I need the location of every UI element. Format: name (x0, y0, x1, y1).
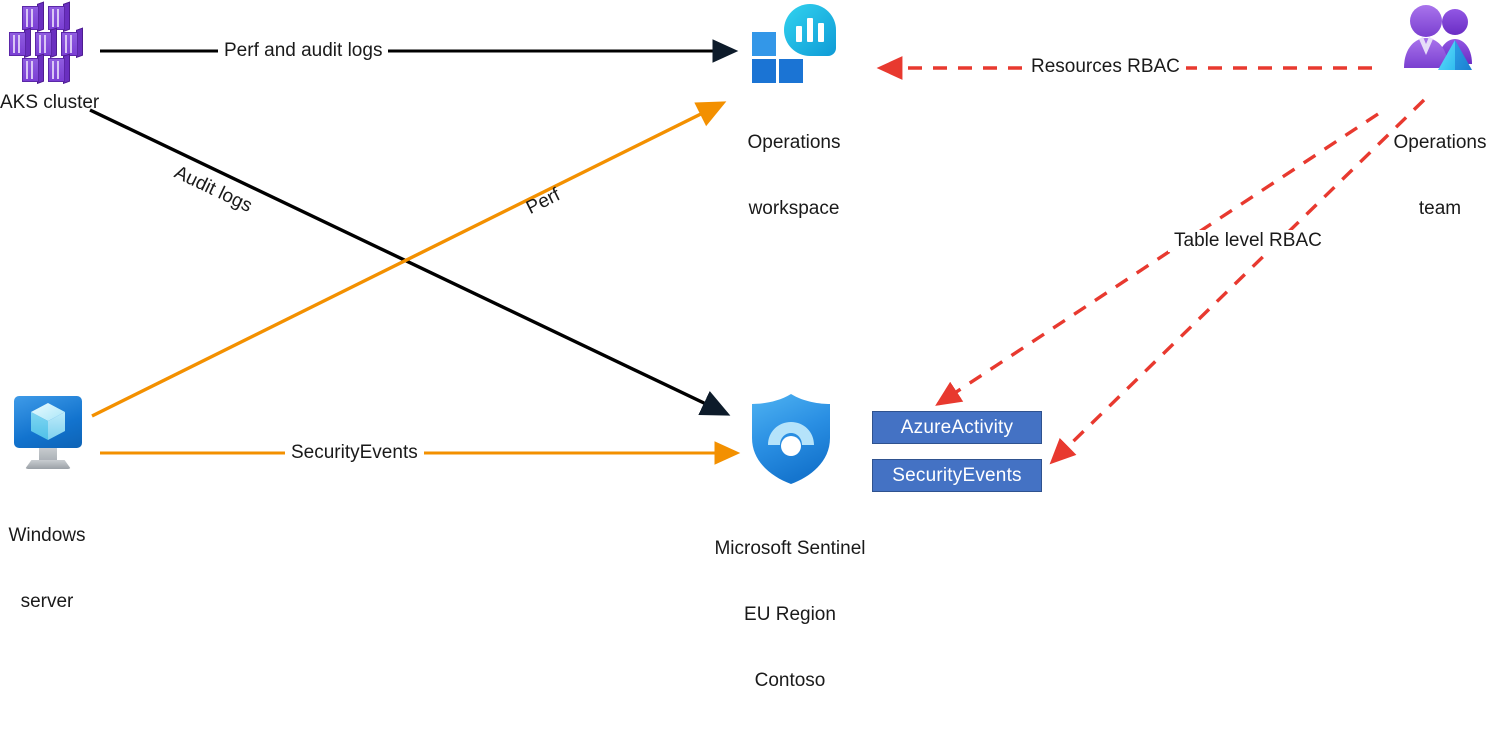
monitor-base (25, 460, 71, 469)
windows-server-label-line-2: server (20, 591, 74, 612)
operations-team-label-line-2: team (1418, 198, 1462, 219)
edge-team-to-azureactivity (935, 112, 1379, 406)
windows-server-monitor-icon (6, 396, 88, 476)
edge-label-perf: Perf (523, 184, 564, 219)
edge-label-resources-rbac: Resources RBAC (1025, 56, 1186, 78)
monitor-screen (14, 396, 82, 448)
windows-server-label: Windows server (0, 481, 102, 657)
table-securityevents[interactable]: SecurityEvents (872, 459, 1042, 492)
workspace-bubble-shape (784, 4, 836, 56)
edge-label-audit-logs: Audit logs (170, 162, 256, 217)
users-group-icon (1398, 2, 1484, 84)
operations-team-label: Operations team (1340, 88, 1487, 264)
edge-windows-to-workspace (91, 101, 727, 418)
diagram-edges-layer (89, 39, 1426, 465)
diagram-canvas: AKS cluster Operations workspace (0, 1, 1487, 691)
operations-workspace-label: Operations workspace (694, 88, 894, 264)
edge-label-perf-and-audit-logs: Perf and audit logs (218, 40, 389, 62)
microsoft-sentinel-label: Microsoft Sentinel EU Region Contoso (690, 494, 890, 736)
log-analytics-workspace-icon (752, 4, 836, 83)
edge-aks-to-sentinel (89, 108, 731, 416)
table-azureactivity[interactable]: AzureActivity (872, 411, 1042, 444)
edge-label-table-level-rbac: Table level RBAC (1168, 230, 1328, 252)
microsoft-sentinel-shield-icon (748, 392, 834, 486)
edge-label-securityevents: SecurityEvents (285, 442, 424, 464)
operations-workspace-label-line-1: Operations (747, 132, 841, 153)
operations-workspace-label-line-2: workspace (748, 198, 840, 219)
aks-cluster-label: AKS cluster (0, 92, 100, 113)
monitor-neck (39, 448, 57, 462)
microsoft-sentinel-label-line-1: Microsoft Sentinel (714, 538, 866, 559)
windows-server-label-line-1: Windows (8, 525, 86, 546)
microsoft-sentinel-label-line-3: Contoso (754, 670, 826, 691)
operations-team-label-line-1: Operations (1393, 132, 1487, 153)
microsoft-sentinel-label-line-2: EU Region (744, 604, 836, 625)
aks-cluster-icon (8, 1, 86, 84)
